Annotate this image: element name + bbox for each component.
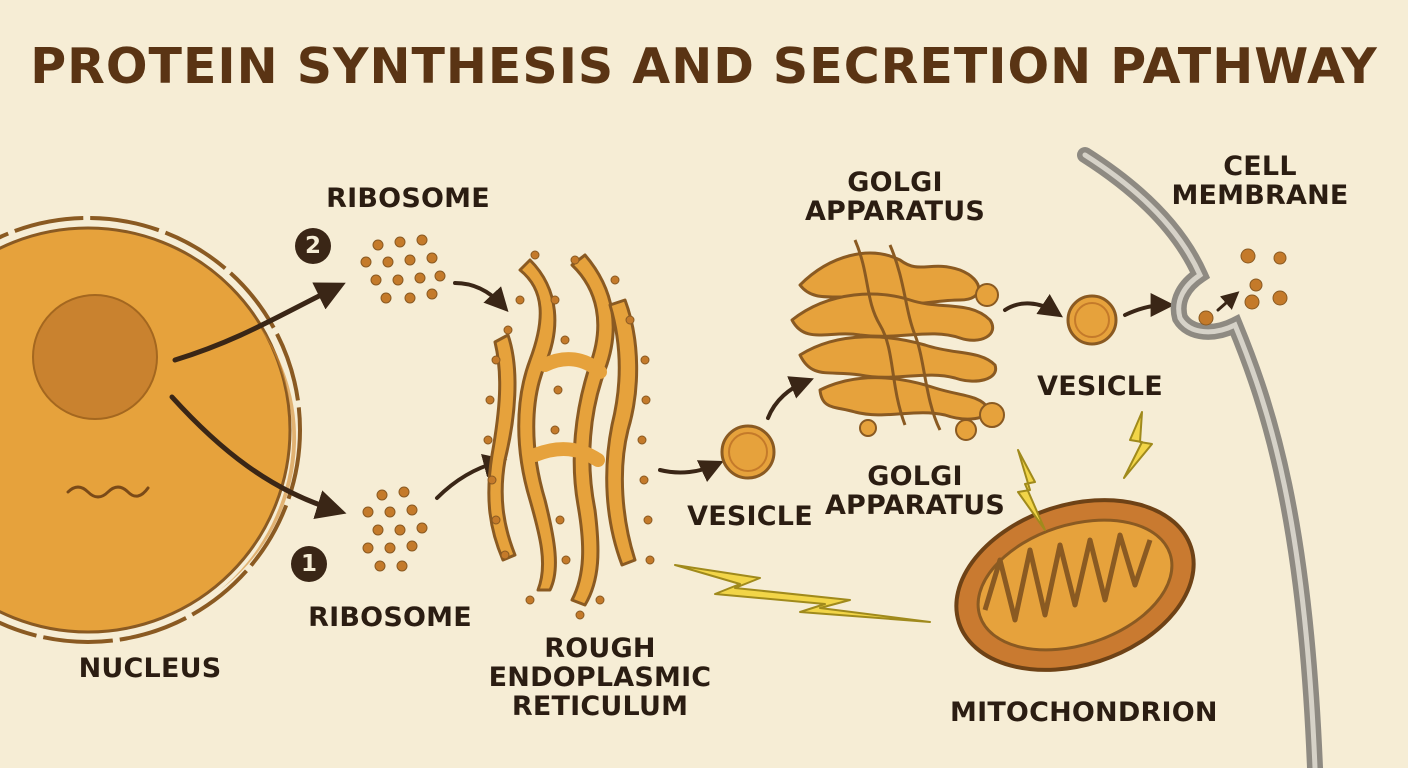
arrow-vesicle-to-membrane	[1123, 293, 1175, 318]
label-golgi-bottom: GOLGI APPARATUS	[820, 462, 1010, 520]
secreted-proteins	[1198, 248, 1288, 326]
ribosome-top	[360, 234, 446, 304]
label-cell-membrane-line-1: CELL	[1223, 151, 1297, 182]
er-bound-ribosomes	[483, 250, 655, 620]
label-ribosome-top: RIBOSOME	[326, 183, 490, 214]
arrow-vesicle-to-golgi	[766, 376, 814, 420]
label-rough-er-line-2: ENDOPLASMIC	[488, 662, 712, 693]
label-golgi-top: GOLGI APPARATUS	[800, 168, 990, 226]
label-mitochondrion: MITOCHONDRION	[950, 697, 1218, 728]
label-golgi-bottom-line-1: GOLGI	[867, 461, 963, 492]
label-rough-er-line-3: RETICULUM	[511, 691, 689, 722]
label-golgi-top-line-1: GOLGI	[847, 167, 943, 198]
rough-endoplasmic-reticulum	[487, 253, 639, 607]
arrow-er-to-vesicle	[658, 460, 724, 482]
label-rough-er: ROUGH ENDOPLASMIC RETICULUM	[470, 634, 730, 721]
vesicle-left	[720, 424, 776, 480]
dna-strand-icon	[66, 485, 150, 499]
mitochondrion	[954, 498, 1196, 672]
label-rough-er-line-1: ROUGH	[544, 633, 656, 664]
arrow-nucleus-to-ribosome-top	[172, 282, 346, 363]
arrow-golgi-to-vesicle	[1003, 294, 1063, 318]
nucleus	[0, 216, 302, 644]
nucleolus	[32, 294, 158, 420]
arrow-exocytosis	[1216, 291, 1240, 312]
vesicle-right	[1066, 294, 1118, 346]
energy-bolt-er-icon	[674, 564, 931, 623]
label-nucleus: NUCLEUS	[78, 653, 222, 684]
arrow-ribosome-top-to-er	[453, 281, 509, 313]
ribosome-bottom	[362, 486, 428, 572]
label-cell-membrane: CELL MEMBRANE	[1170, 152, 1350, 210]
label-golgi-top-line-2: APPARATUS	[804, 196, 986, 227]
arrow-nucleus-to-ribosome-bottom	[169, 394, 347, 520]
energy-bolt-golgi-icon	[1017, 449, 1046, 531]
page-title: PROTEIN SYNTHESIS AND SECRETION PATHWAY	[30, 38, 1378, 95]
label-cell-membrane-line-2: MEMBRANE	[1171, 180, 1349, 211]
label-vesicle-right: VESICLE	[1037, 371, 1163, 402]
step-badge-1: 1	[291, 546, 327, 582]
label-ribosome-bottom: RIBOSOME	[308, 602, 472, 633]
golgi-apparatus	[790, 239, 998, 431]
label-golgi-bottom-line-2: APPARATUS	[824, 490, 1006, 521]
step-badge-2: 2	[295, 228, 331, 264]
label-vesicle-left: VESICLE	[687, 501, 813, 532]
golgi-vesicles	[859, 283, 1005, 441]
energy-bolt-vesicle-icon	[1123, 411, 1153, 479]
